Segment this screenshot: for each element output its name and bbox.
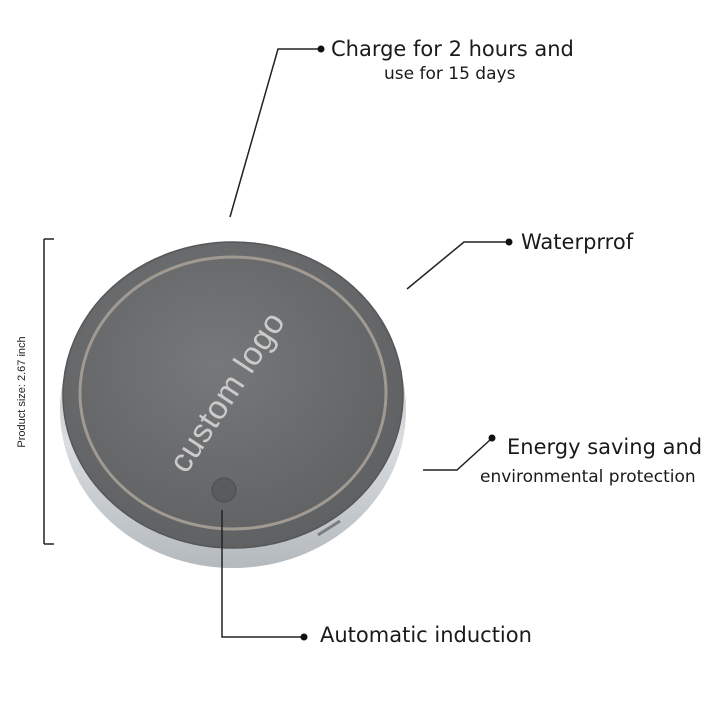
coaster-top bbox=[62, 241, 404, 549]
product-size-label: Product size: 2.67 inch bbox=[16, 336, 28, 448]
leader-energy bbox=[423, 439, 491, 471]
leader-charge bbox=[229, 48, 318, 218]
feature-waterproof: Waterprrof bbox=[521, 230, 634, 254]
feature-energy-line1: Energy saving and bbox=[507, 435, 703, 459]
light-ring bbox=[78, 255, 388, 531]
bullet-energy bbox=[488, 434, 496, 442]
size-bracket bbox=[43, 238, 54, 545]
feature-induction: Automatic induction bbox=[320, 623, 532, 647]
leader-waterproof bbox=[406, 241, 507, 290]
feature-charge-line2: use for 15 days bbox=[384, 64, 516, 84]
feature-energy-line2: environmental protection bbox=[480, 467, 696, 487]
feature-charge-line1: Charge for 2 hours and bbox=[331, 37, 574, 61]
leader-induction bbox=[221, 510, 302, 638]
bullet-waterproof bbox=[505, 238, 513, 246]
bullet-charge bbox=[317, 45, 325, 53]
side-port bbox=[317, 519, 341, 537]
sensor-dot bbox=[211, 477, 237, 503]
bullet-induction bbox=[300, 633, 308, 641]
